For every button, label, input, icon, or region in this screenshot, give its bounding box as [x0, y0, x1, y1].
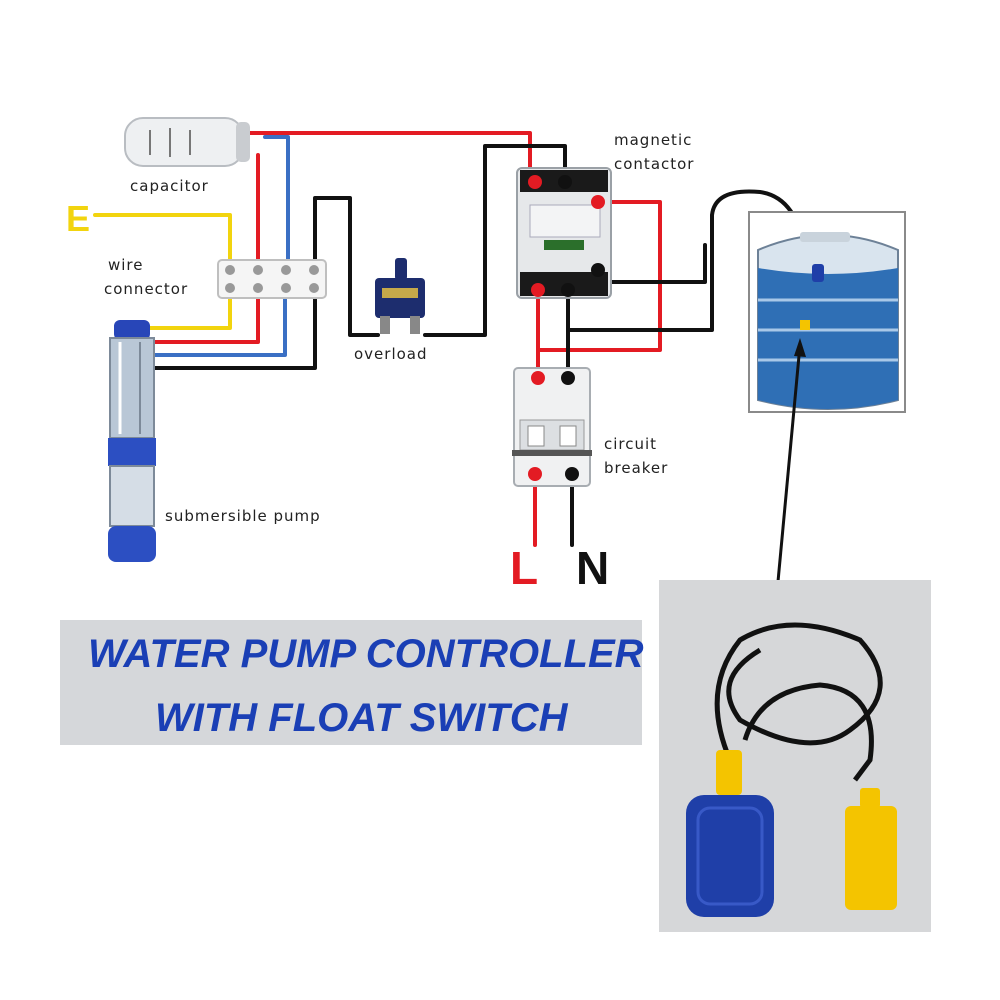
submersible-pump: submersible pump [108, 320, 321, 562]
terminal-block-icon [217, 259, 327, 299]
overload-label: overload [354, 345, 428, 363]
contactor-terminal-1 [528, 175, 542, 189]
tank-float-marker [800, 320, 810, 330]
magnetic-contactor-label-2: contactor [614, 155, 694, 173]
title-banner: WATER PUMP CONTROLLER WITH FLOAT SWITCH [60, 620, 644, 745]
contactor-terminal-a1 [591, 195, 605, 209]
capacitor: capacitor [124, 117, 250, 195]
capacitor-cap [236, 122, 250, 162]
overload-to-contactor [423, 144, 567, 337]
earth-wire-pump [146, 293, 232, 330]
neutral-label: N [576, 542, 609, 594]
counterweight-icon [845, 806, 897, 910]
float-switch-neck [716, 750, 742, 795]
line-label: L [510, 542, 538, 594]
wire-connector-label-1: wire [108, 256, 144, 274]
float-switch-panel [659, 580, 931, 932]
wire-connector-label-2: connector [104, 280, 188, 298]
contactor-terminal-3 [531, 283, 545, 297]
water-tank [748, 211, 906, 413]
earth-label: E [66, 198, 90, 239]
tank-float-switch [812, 264, 824, 282]
float-switch-cable-2 [742, 682, 874, 782]
pump-cap [114, 320, 150, 340]
breaker-terminal-top-2 [561, 371, 575, 385]
wire-connector: wire connector [104, 256, 327, 299]
magnetic-contactor: magnetic contactor [516, 131, 694, 299]
wires [93, 131, 810, 547]
contactor-terminal-a2 [591, 263, 605, 277]
breaker-terminal-top-1 [531, 371, 545, 385]
overload-black-wire [313, 196, 380, 337]
earth-wire [93, 213, 232, 264]
overload: overload [354, 258, 428, 363]
submersible-pump-icon [109, 337, 155, 439]
pump-red-wire [146, 294, 260, 344]
circuit-breaker-label-1: circuit [604, 435, 657, 453]
title-line-2: WITH FLOAT SWITCH [155, 696, 569, 740]
float-switch-icon [686, 795, 774, 917]
tank-water [758, 268, 898, 409]
breaker-terminal-bottom-1 [528, 467, 542, 481]
float-switch-cable [714, 622, 883, 761]
submersible-pump-label: submersible pump [165, 507, 321, 525]
pump-blue-wire [146, 294, 287, 357]
capacitor-label: capacitor [130, 177, 209, 195]
counterweight-top [860, 788, 880, 808]
circuit-breaker: circuit breaker [512, 367, 668, 487]
pump-black-wire [146, 294, 317, 370]
contactor-terminal-2 [558, 175, 572, 189]
breaker-terminal-bottom-2 [565, 467, 579, 481]
circuit-breaker-label-2: breaker [604, 459, 668, 477]
capacitor-icon [124, 117, 244, 167]
title-banner-bg [60, 620, 642, 745]
magnetic-contactor-label-1: magnetic [614, 131, 692, 149]
float-switch-wire [596, 243, 707, 284]
title-line-1: WATER PUMP CONTROLLER [88, 632, 644, 676]
capacitor-blue-wire [263, 135, 290, 264]
contactor-terminal-4 [561, 283, 575, 297]
capacitor-red-wire [248, 131, 532, 174]
